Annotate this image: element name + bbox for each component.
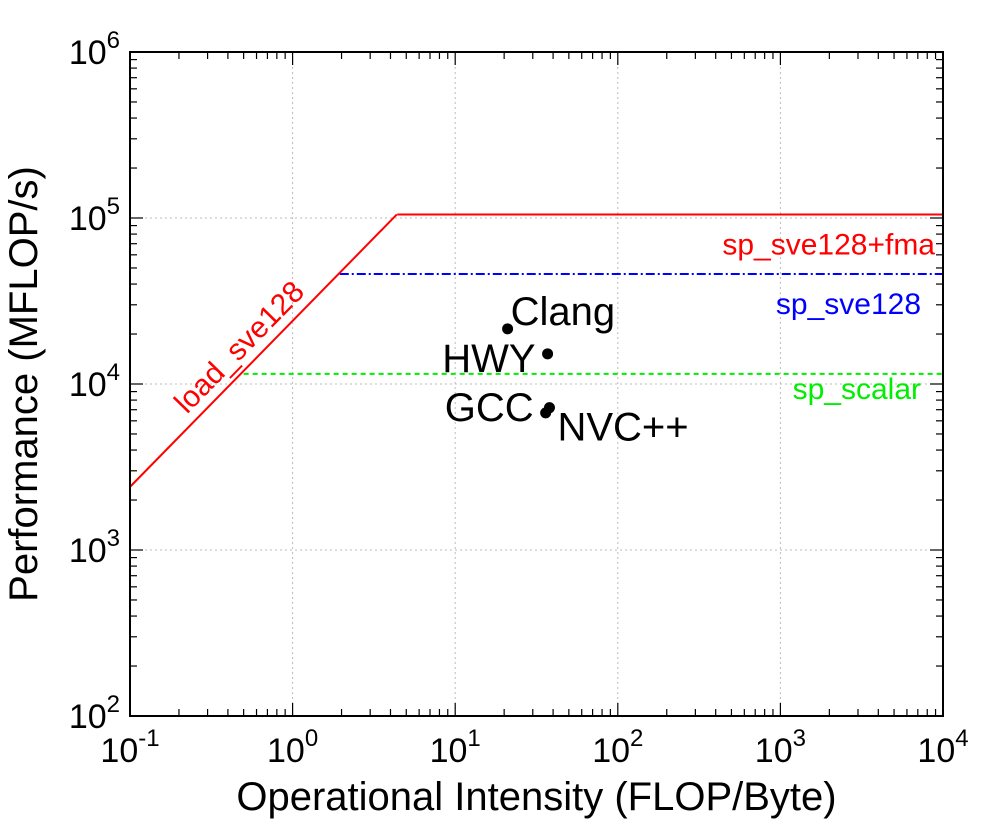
y-tick-label: 105 xyxy=(69,193,120,238)
roof-label: sp_scalar xyxy=(793,373,921,406)
bandwidth-label: load_sve128 xyxy=(168,275,311,420)
data-point-label: Clang xyxy=(511,290,616,334)
y-axis-label: Performance (MFLOP/s) xyxy=(2,166,46,602)
x-tick-label: 103 xyxy=(755,725,806,770)
roofs: sp_sve128+fma sp_sve128 sp_scalar load_sve1… xyxy=(129,213,943,488)
data-point xyxy=(502,323,514,335)
data-point-label: GCC xyxy=(445,386,534,430)
x-tick-label: 102 xyxy=(592,725,643,770)
y-tick-label: 104 xyxy=(69,359,120,404)
roof-label: sp_sve128+fma xyxy=(722,228,935,261)
data-point-label: HWY xyxy=(442,337,535,381)
grid xyxy=(130,52,943,716)
y-tick-label: 102 xyxy=(69,691,120,736)
y-tick-label: 103 xyxy=(69,525,120,570)
x-tick-label: 100 xyxy=(267,725,318,770)
y-tick-label: 106 xyxy=(69,27,120,72)
data-point-label: NVC++ xyxy=(557,406,688,450)
plot-frame xyxy=(129,51,944,717)
bandwidth-line xyxy=(129,213,398,488)
y-axis-ticks: 102 103 104 105 106 xyxy=(69,27,120,736)
x-tick-label: 10-1 xyxy=(100,725,159,770)
x-axis-label: Operational Intensity (FLOP/Byte) xyxy=(236,775,836,819)
data-point xyxy=(543,402,555,414)
x-tick-label: 104 xyxy=(917,725,968,770)
roof-label: sp_sve128 xyxy=(776,288,921,321)
data-point xyxy=(542,348,554,360)
x-axis-ticks: 10-1 100 101 102 103 104 xyxy=(100,725,968,770)
x-tick-label: 101 xyxy=(430,725,481,770)
